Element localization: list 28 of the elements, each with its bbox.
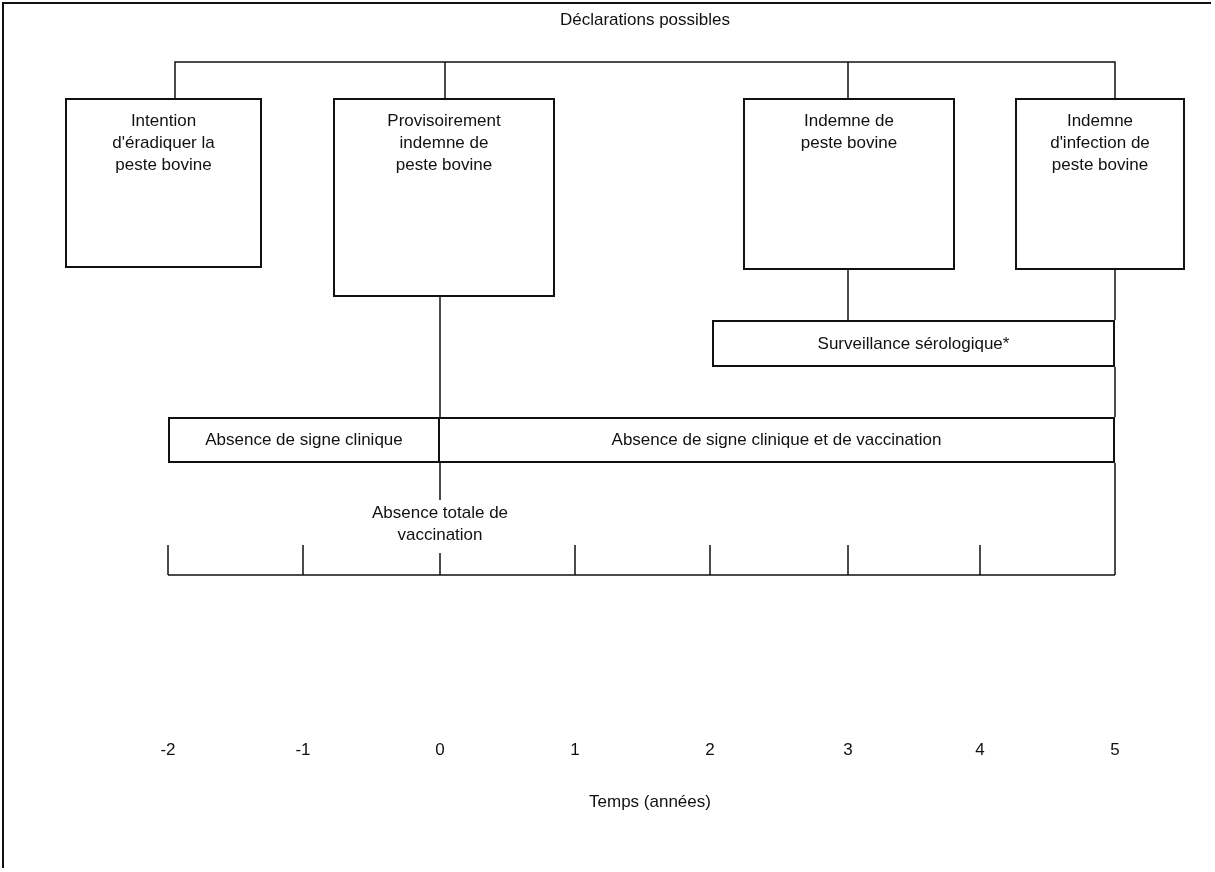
box-text: Absence de signe clinique: [205, 429, 403, 451]
connector-line: [1114, 269, 1116, 321]
diagram-title: Déclarations possibles: [558, 10, 732, 30]
box-text: Provisoirement indemne de peste bovine: [386, 110, 502, 176]
tick-label: -2: [159, 740, 177, 760]
status-box: [65, 98, 262, 268]
connector-line: [1114, 366, 1116, 418]
period-bar: [712, 320, 1115, 367]
status-box: [743, 98, 955, 270]
status-box: [1015, 98, 1185, 270]
box-text: Intention d'éradiquer la peste bovine: [111, 110, 216, 176]
box-text: Indemne de peste bovine: [799, 110, 899, 154]
status-box: [333, 98, 555, 297]
box-text: Surveillance sérologique*: [817, 332, 1010, 355]
box-text: Absence de signe clinique et de vaccination: [611, 429, 942, 451]
tick-label: 2: [704, 740, 716, 760]
axis-title: Temps (années): [588, 792, 712, 812]
connector-line: [847, 269, 849, 321]
tick-label: 4: [974, 740, 986, 760]
tick-label: -1: [294, 740, 312, 760]
tick-label: 5: [1109, 740, 1121, 760]
tick-label: 3: [842, 740, 854, 760]
period-bar: [438, 417, 1115, 463]
annotation-text: Absence totale de vaccination: [355, 500, 525, 548]
period-bar: [168, 417, 440, 463]
tick-label: 1: [569, 740, 581, 760]
tick-label: 0: [434, 740, 446, 760]
box-text: Indemne d'infection de peste bovine: [1049, 110, 1151, 176]
